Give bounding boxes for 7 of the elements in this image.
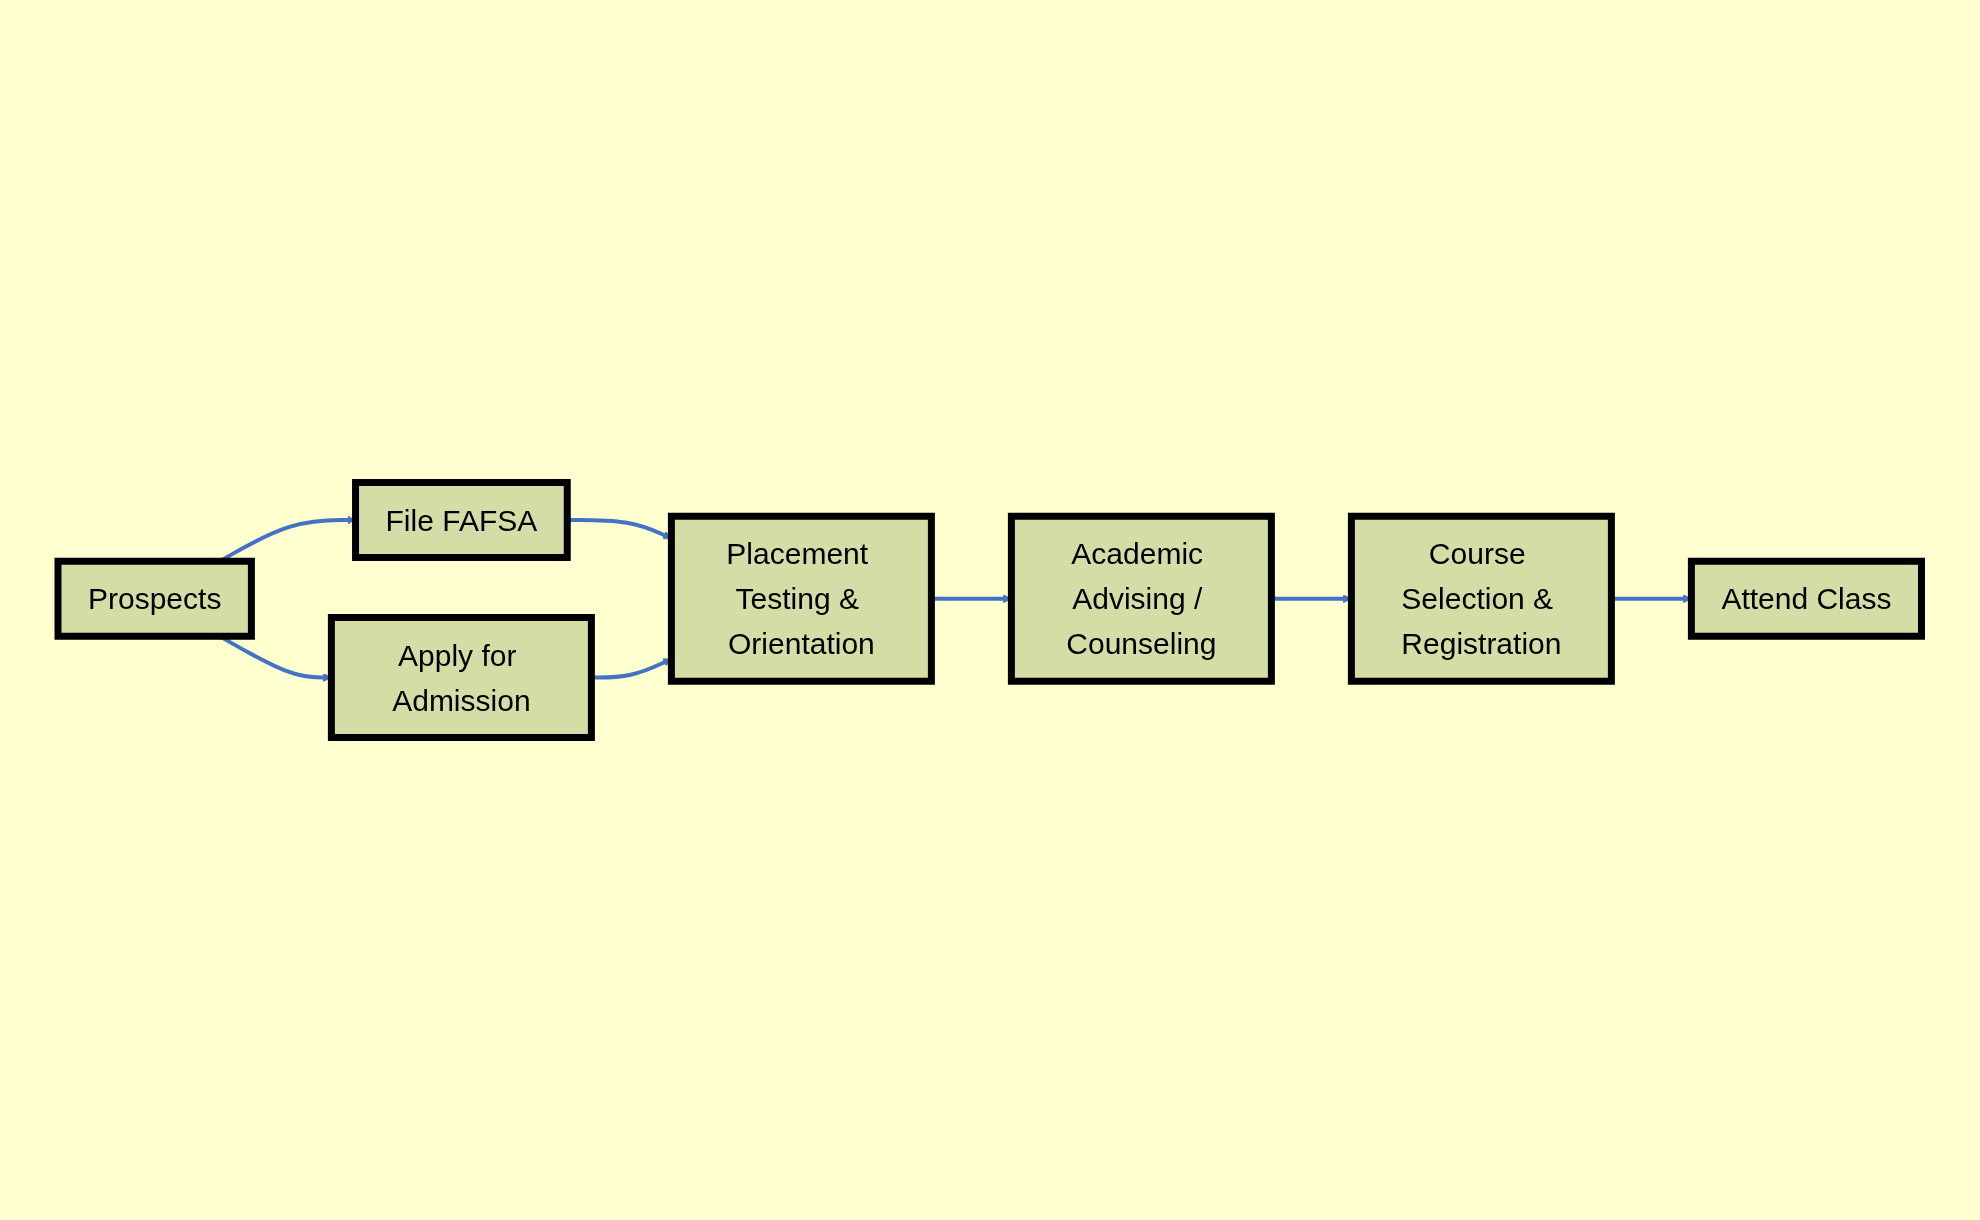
node-box: Course Selection & Registration bbox=[1348, 512, 1616, 685]
node-box: Attend Class bbox=[1688, 557, 1926, 640]
node-box: Prospects bbox=[54, 557, 256, 640]
node-box: Apply for Admission bbox=[328, 614, 596, 741]
node-box: Academic Advising / Counseling bbox=[1008, 512, 1276, 685]
node-box: File FAFSA bbox=[352, 479, 571, 561]
node-box: Placement Testing & Orientation bbox=[668, 512, 936, 685]
